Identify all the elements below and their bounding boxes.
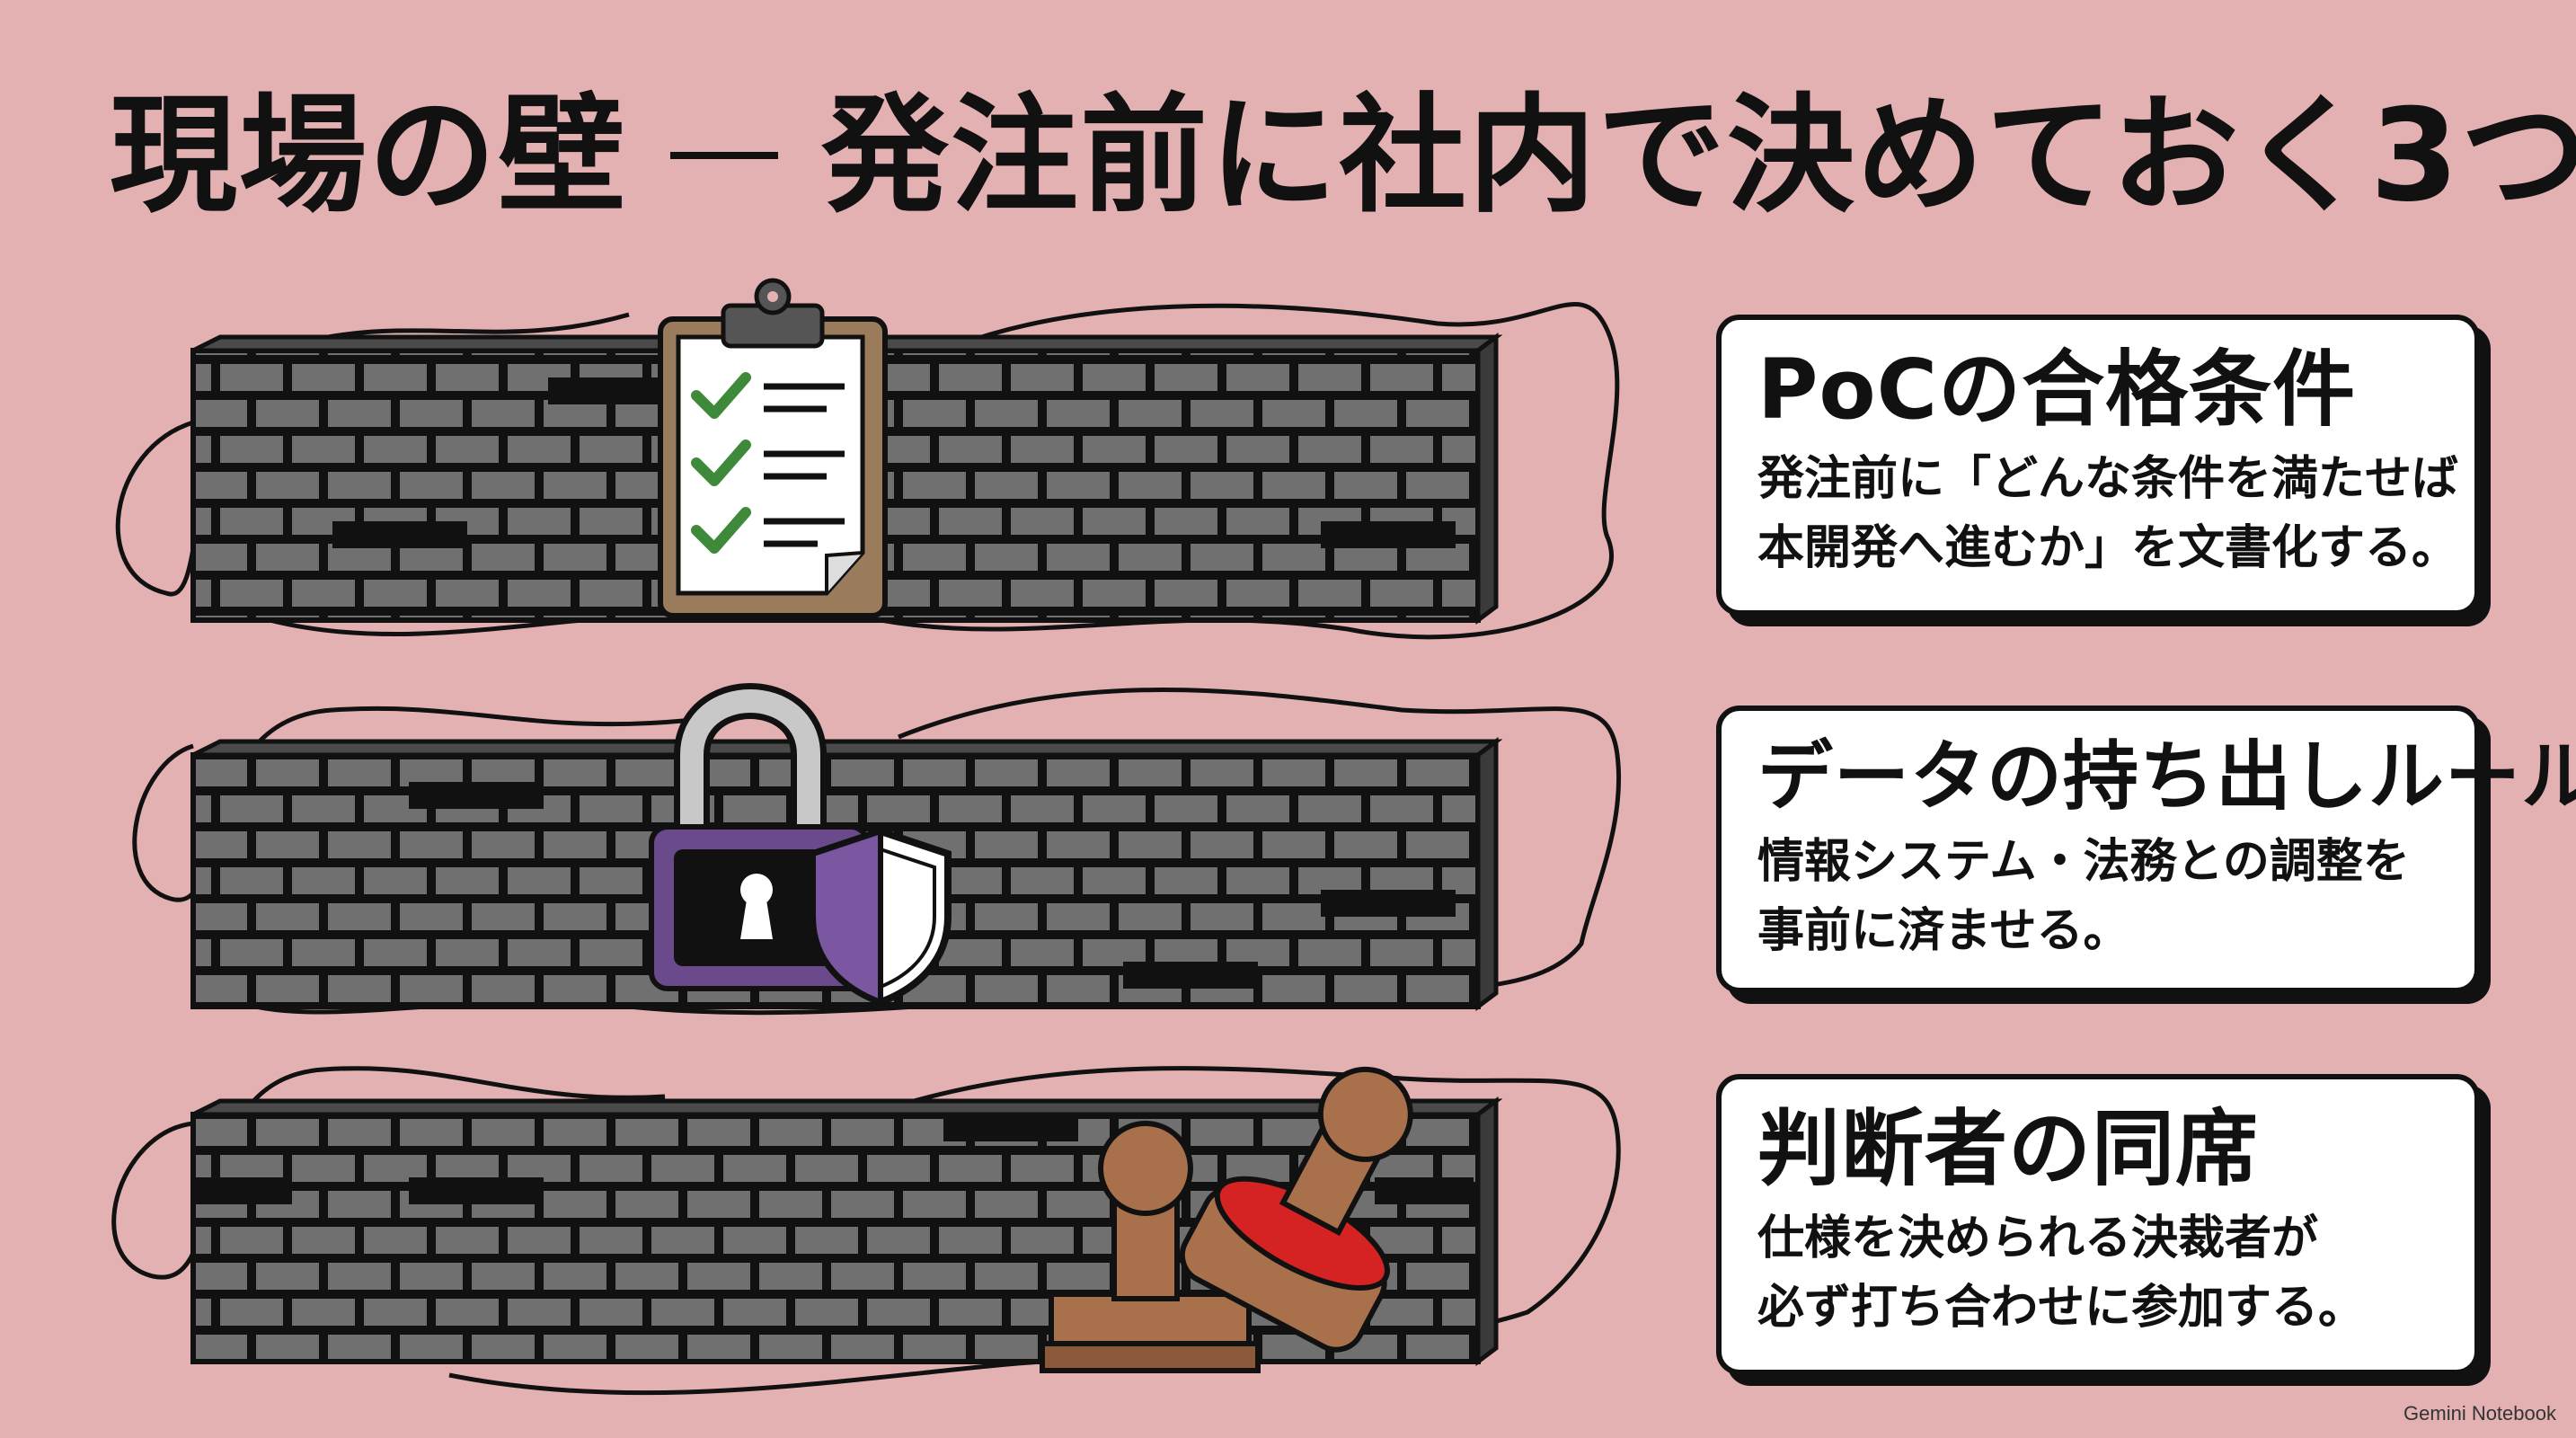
card-title: 判断者の同席 — [1757, 1101, 2260, 1197]
card-body: 発注前に「どんな条件を満たせば 本開発へ進むか」を文書化する。 — [1757, 445, 2459, 583]
title-main: 現場の壁 — [110, 82, 627, 230]
card-body-line: 事前に済ませる。 — [1757, 904, 2130, 959]
card-title: データの持ち出しルール — [1757, 732, 2576, 821]
card-body: 仕様を決められる決裁者が 必ず打ち合わせに参加する。 — [1757, 1204, 2439, 1343]
card-data-export-rules: データの持ち出しルール 情報システム・法務との調整を 事前に済ませる。 — [1716, 706, 2576, 993]
clipboard-checklist-icon — [658, 278, 888, 618]
card-body: 情報システム・法務との調整を 事前に済ませる。 — [1757, 828, 2439, 966]
page-title: 現場の壁 発注前に社内で決めておく3つ — [110, 83, 2576, 229]
title-dash — [670, 151, 778, 159]
card-decision-maker: 判断者の同席 仕様を決められる決裁者が 必ず打ち合わせに参加する。 — [1716, 1074, 2480, 1375]
card-body-line: 本開発へ進むか」を文書化する。 — [1757, 520, 2459, 575]
card-body-line: 発注前に「どんな条件を満たせば — [1757, 452, 2459, 507]
shield-icon — [810, 827, 952, 1007]
card-body-line: 仕様を決められる決裁者が — [1757, 1212, 2319, 1266]
card-body-line: 情報システム・法務との調整を — [1757, 835, 2410, 890]
title-sub: 発注前に社内で決めておく3つ — [821, 82, 2576, 230]
watermark-text: Gemini Notebook — [2403, 1402, 2556, 1425]
card-poc-criteria: PoCの合格条件 発注前に「どんな条件を満たせば 本開発へ進むか」を文書化する。 — [1716, 315, 2480, 616]
stamp-icon — [1040, 1066, 1413, 1373]
card-body-line: 必ず打ち合わせに参加する。 — [1757, 1280, 2366, 1335]
watermark: Gemini Notebook — [2403, 1402, 2556, 1425]
card-title: PoCの合格条件 — [1757, 342, 2357, 438]
